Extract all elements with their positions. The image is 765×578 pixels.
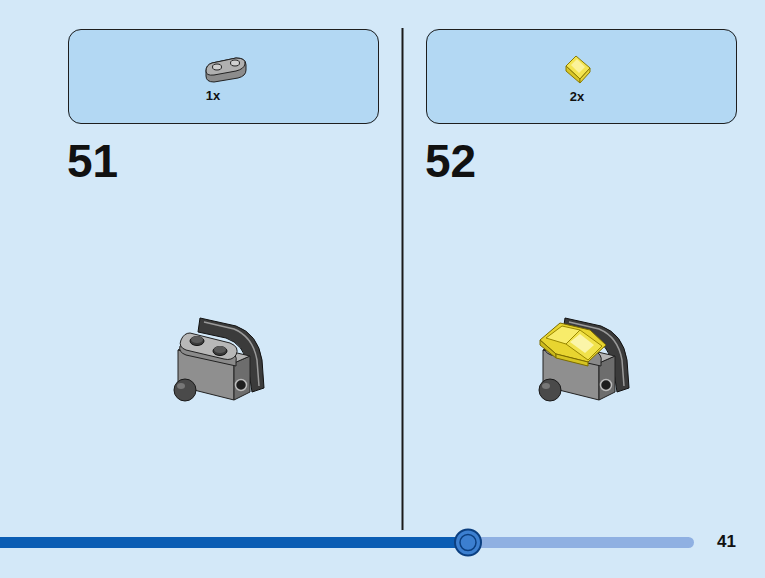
callout-ground: [68, 29, 379, 124]
step-number: 51: [67, 136, 118, 187]
part-callout-box: 1x: [68, 29, 379, 124]
part-quantity: 1x: [206, 88, 220, 103]
divider-line: [402, 28, 404, 530]
page-number: 41: [717, 533, 736, 552]
callout-ground: [426, 29, 737, 124]
step-number: 52: [425, 136, 476, 187]
slope-icon: [566, 56, 590, 83]
part-callout-box: 2x: [426, 29, 737, 124]
part-quantity: 2x: [570, 89, 584, 104]
step-51-model: [174, 318, 264, 401]
progress-bar: [0, 530, 694, 556]
plate-icon: [206, 58, 246, 82]
step-52-model: [539, 318, 629, 401]
